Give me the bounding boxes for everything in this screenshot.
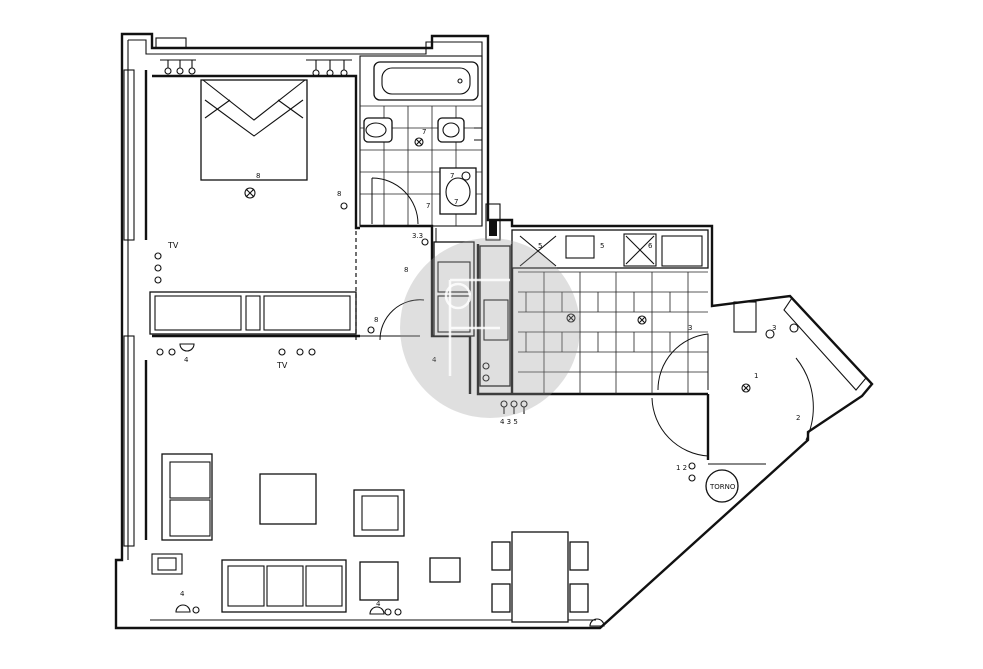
- bathroom-door: [371, 177, 419, 225]
- kitchen-counter: [511, 229, 709, 269]
- kitchen-point-1: 5: [538, 242, 542, 250]
- entry-room-number: 1: [754, 372, 758, 380]
- hall-door: [379, 299, 425, 341]
- kitchen-outlet-labels: 4 3 5: [500, 418, 518, 426]
- bedroom-switch-number: 8: [337, 190, 341, 198]
- side-table: [359, 561, 399, 601]
- living-outlet-b: 4: [376, 600, 381, 608]
- kitchen-outlets-row: [500, 400, 528, 414]
- kitchen-point-2: 5: [600, 242, 604, 250]
- hall-left-number: 3.3: [412, 232, 423, 240]
- living-tv-label: TV: [276, 361, 288, 370]
- bedroom-tv-label: TV: [167, 241, 179, 250]
- kitchen-door: [657, 333, 709, 391]
- armchair-left: [161, 453, 213, 541]
- kitchen-point-3: 6: [648, 242, 653, 250]
- bathroom: 7 7 7 7: [359, 55, 483, 227]
- kitchen-sink: [565, 235, 595, 259]
- bedroom-outlets-bottom: [156, 343, 316, 356]
- bath-fixture-a: 7: [422, 128, 426, 136]
- living-outlet-a: 4: [180, 590, 185, 598]
- entry-switch-number: 2: [796, 414, 800, 422]
- closet-outlet-number: 4: [184, 356, 189, 364]
- entrance: 1 2 1 2 3 TORNO: [651, 297, 867, 503]
- torno-circle: [705, 469, 739, 503]
- bedroom: 8 8 TV 4 TV: [149, 37, 360, 370]
- living-room: 4 4: [151, 453, 605, 627]
- watermark-logo: [400, 238, 580, 418]
- kitchen-tiles: [518, 271, 708, 394]
- ceiling-light-icon: [244, 187, 256, 199]
- bedroom-outlets-top: [160, 59, 352, 77]
- bath-fixture-b: 7: [450, 172, 454, 180]
- cooktop: [623, 233, 657, 267]
- bath-door-number: 7: [426, 202, 430, 210]
- small-table: [429, 557, 461, 583]
- bedroom-outlets-left: [154, 252, 162, 284]
- bathroom-tiles: [360, 105, 482, 226]
- intercom-number: 3: [772, 324, 776, 332]
- bidet: [437, 117, 465, 143]
- torno-label: TORNO: [709, 483, 736, 491]
- hall-light-number: 4: [432, 356, 437, 364]
- dining-set: [491, 531, 589, 623]
- bath-fixture-c: 7: [454, 198, 458, 206]
- bedroom-wardrobe: [149, 291, 357, 335]
- counter-switch-number: 3: [688, 324, 692, 332]
- double-bed: [200, 79, 308, 181]
- refrigerator: [661, 235, 703, 267]
- hall-room-number: 8: [404, 266, 408, 274]
- hall-switch-number: 8: [374, 316, 378, 324]
- entry-side-labels: 1 2: [676, 464, 687, 472]
- bedroom-room-number: 8: [256, 172, 260, 180]
- entrance-door: [795, 357, 814, 441]
- sofa-bottom: [221, 559, 347, 613]
- armchair-right: [353, 489, 405, 537]
- coffee-table: [259, 473, 317, 525]
- kitchen: 5 5 6 3 4 3 5 4: [432, 229, 709, 426]
- toilet: [363, 117, 393, 143]
- bathtub: [373, 61, 479, 101]
- bath-sink: [439, 167, 477, 215]
